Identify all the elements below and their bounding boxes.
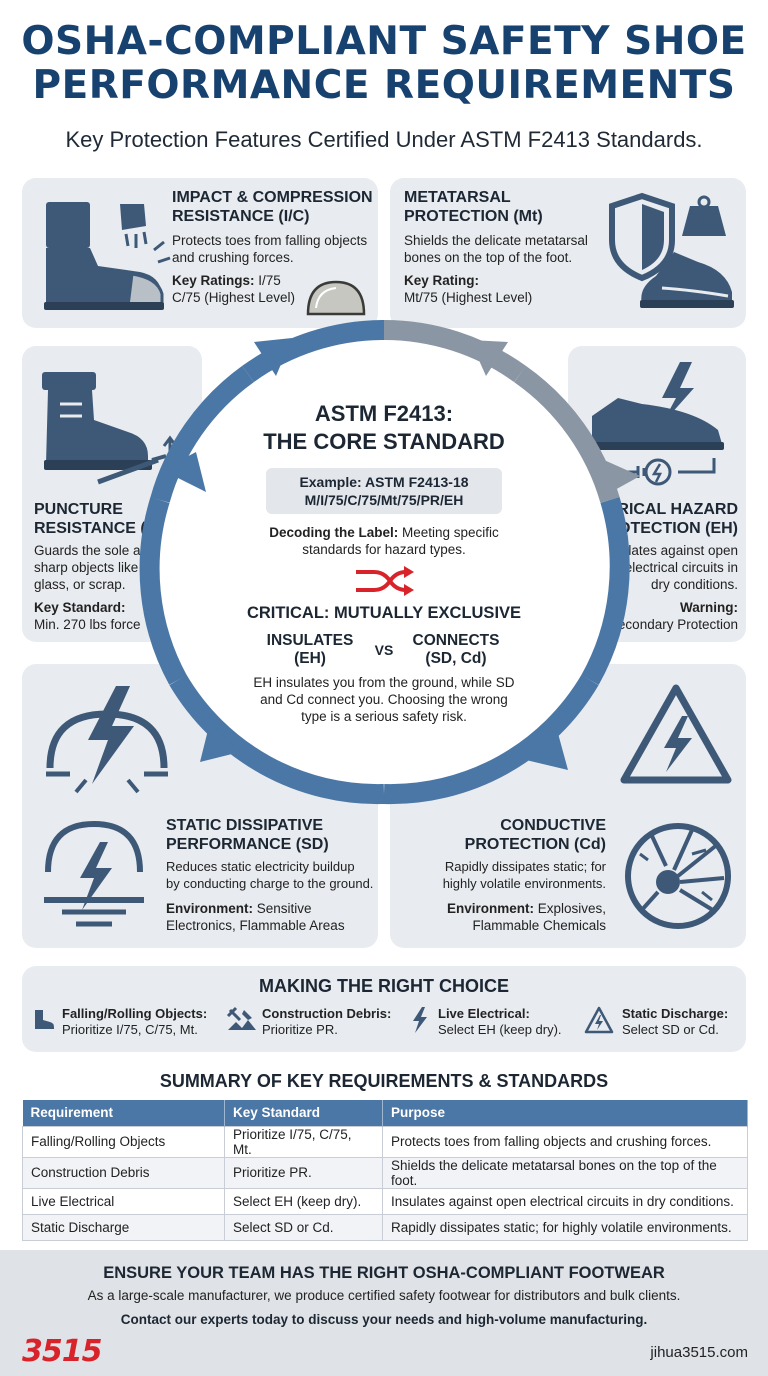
vs-label: VS: [374, 642, 394, 658]
summary-header-requirement: Requirement: [22, 1100, 225, 1126]
table-cell: Select SD or Cd.: [224, 1213, 383, 1241]
critical-heading: CRITICAL: MUTUALLY EXCLUSIVE: [246, 604, 522, 622]
lightning-icon: [413, 1007, 427, 1033]
tools-debris-icon: [226, 1006, 256, 1030]
summary-header-purpose: Purpose: [382, 1100, 748, 1126]
footer-description: As a large-scale manufacturer, we produc…: [87, 1288, 681, 1303]
title-line-2: PERFORMANCE REQUIREMENTS: [32, 63, 736, 108]
summary-header-standard: Key Standard: [224, 1100, 383, 1126]
crossed-arrows-icon: [356, 566, 414, 596]
footer-call-to-action: Contact our experts today to discuss you…: [120, 1312, 648, 1327]
page-subtitle: Key Protection Features Certified Under …: [65, 127, 703, 152]
static-warning-icon: [584, 1006, 614, 1034]
table-cell: Construction Debris: [22, 1156, 225, 1189]
critical-block: CRITICAL: MUTUALLY EXCLUSIVE: [234, 604, 534, 623]
table-cell: Shields the delicate metatarsal bones on…: [382, 1156, 748, 1189]
connects-label: CONNECTS(SD, Cd): [412, 632, 500, 667]
table-cell: Static Discharge: [22, 1213, 225, 1241]
table-row: Static Discharge Select SD or Cd. Rapidl…: [22, 1213, 748, 1241]
shoe-circuit-icon: [590, 362, 724, 486]
summary-header-row: Requirement Key Standard Purpose: [22, 1100, 748, 1126]
table-cell: Prioritize PR.: [224, 1156, 383, 1189]
table-cell: Falling/Rolling Objects: [22, 1125, 225, 1158]
exclusive-note: EH insulates you from the ground, while …: [253, 675, 515, 724]
choice-item-electrical: Live Electrical:Select EH (keep dry).: [438, 1006, 562, 1037]
page-title: OSHA-COMPLIANT SAFETY SHOE PERFORMANCE R…: [0, 20, 768, 108]
table-cell: Select EH (keep dry).: [224, 1187, 383, 1215]
card-conductive-rating: Environment: Explosives,Flammable Chemic…: [446, 901, 606, 933]
table-cell: Insulates against open electrical circui…: [382, 1187, 748, 1215]
table-cell: Protects toes from falling objects and c…: [382, 1125, 748, 1158]
summary-table: Requirement Key Standard Purpose Falling…: [22, 1100, 748, 1241]
boot-falling-object-icon: [44, 202, 171, 310]
table-row: Live Electrical Select EH (keep dry). In…: [22, 1187, 748, 1215]
choice-item-construction: Construction Debris:Prioritize PR.: [262, 1006, 392, 1037]
footer-banner: ENSURE YOUR TEAM HAS THE RIGHT OSHA-COMP…: [0, 1250, 768, 1376]
card-electrical-rating: Warning:Secondary Protection: [608, 600, 738, 632]
table-row: Construction Debris Prioritize PR. Shiel…: [22, 1156, 748, 1189]
choice-item-static: Static Discharge:Select SD or Cd.: [622, 1006, 729, 1037]
table-row: Falling/Rolling Objects Prioritize I/75,…: [22, 1125, 748, 1158]
center-title: ASTM F2413:THE CORE STANDARD: [263, 401, 505, 454]
right-choice-panel: MAKING THE RIGHT CHOICE Falling/Rolling …: [22, 966, 746, 1052]
explosion-hazard-icon: [625, 823, 731, 929]
grounded-bulb-icon: [44, 820, 144, 927]
brand-logo[interactable]: 3515: [22, 1334, 102, 1369]
summary-title: SUMMARY OF KEY REQUIREMENTS & STANDARDS: [159, 1071, 609, 1091]
card-puncture-rating: Key Standard:Min. 270 lbs force: [34, 600, 141, 632]
steel-toe-cap-icon: [306, 280, 366, 316]
boot-nail-icon: [42, 372, 178, 485]
choice-item-falling: Falling/Rolling Objects:Prioritize I/75,…: [62, 1006, 208, 1037]
right-choice-title: MAKING THE RIGHT CHOICE: [259, 976, 509, 996]
shield-weight-shoe-icon: [609, 192, 734, 308]
boot-icon: [35, 1010, 54, 1029]
footer-headline: ENSURE YOUR TEAM HAS THE RIGHT OSHA-COMP…: [103, 1264, 665, 1282]
lightning-dome-icon: [46, 686, 168, 794]
table-cell: Live Electrical: [22, 1187, 225, 1215]
website-link[interactable]: jihua3515.com: [650, 1344, 748, 1361]
arrow-metatarsal-head: [470, 340, 508, 376]
table-cell: Rapidly dissipates static; for highly vo…: [382, 1213, 748, 1241]
table-cell: Prioritize I/75, C/75, Mt.: [224, 1125, 383, 1158]
card-metatarsal-rating: Key Rating:Mt/75 (Highest Level): [404, 273, 533, 305]
center-standard-block: ASTM F2413:THE CORE STANDARD Example: AS…: [234, 400, 534, 558]
title-line-1: OSHA-COMPLIANT SAFETY SHOE: [21, 19, 747, 64]
arrow-impact-head: [254, 338, 292, 376]
insulates-label: INSULATES(EH): [266, 632, 354, 667]
high-voltage-warning-icon: [620, 684, 732, 784]
